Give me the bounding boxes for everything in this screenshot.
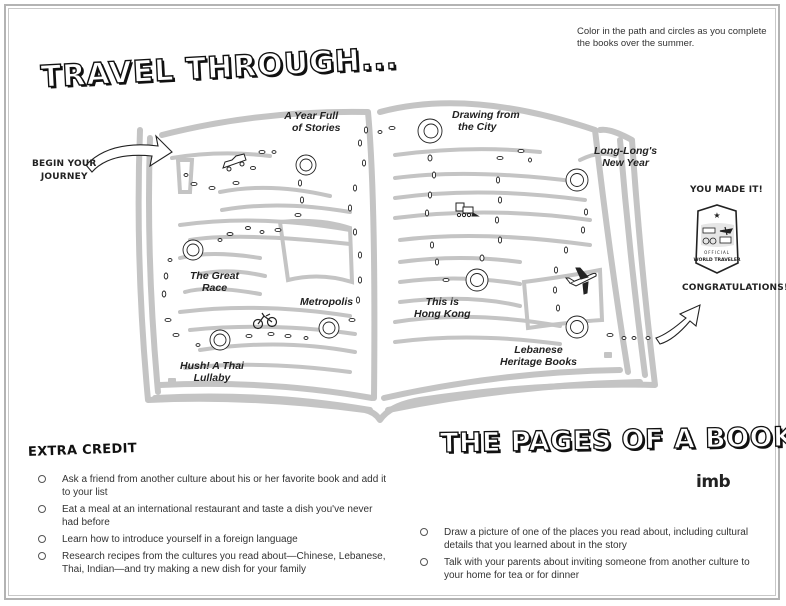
end-arrow-icon [655,304,701,345]
book-label-hush: Hush! A Thai Lullaby [180,360,244,384]
checkbox-circle-icon[interactable] [420,558,428,566]
circle-long-long[interactable] [565,168,589,192]
train-icon [455,202,480,218]
extra-credit-item[interactable]: Ask a friend from another culture about … [38,473,388,499]
book-label-drawing-city: Drawing from the City [452,109,520,133]
book-label-a-year-full: A Year Full of Stories [284,110,341,134]
book-label-metropolis: Metropolis [300,296,354,308]
instructions-text: Color in the path and circles as you com… [577,26,767,49]
airplane-icon [564,267,597,295]
book-label-hong-kong: This is Hong Kong [414,296,471,320]
checkbox-circle-icon[interactable] [38,475,46,483]
badge-world-traveler-text: WORLD TRAVELER [693,257,741,263]
extra-credit-list-left: Ask a friend from another culture about … [38,473,388,580]
extra-credit-item[interactable]: Talk with your parents about inviting so… [420,556,760,582]
checkbox-circle-icon[interactable] [38,505,46,513]
badge-plane-icon [719,226,734,236]
bicycle-icon [252,312,278,330]
badge-train-icon [719,236,732,244]
circle-great-race[interactable] [182,239,204,261]
you-made-it-label: YOU MADE IT! [690,185,763,195]
checkbox-circle-icon[interactable] [420,528,428,536]
extra-credit-item[interactable]: Eat a meal at an international restauran… [38,503,388,529]
imb-logo: imb [696,472,731,492]
extra-credit-list-right: Draw a picture of one of the places you … [420,526,760,586]
badge-official-text: OFFICIAL [704,250,730,255]
congratulations-label: CONGRATULATIONS!! [682,283,786,293]
book-outline [135,100,658,423]
checkbox-circle-icon[interactable] [38,535,46,543]
extra-credit-item[interactable]: Learn how to introduce yourself in a for… [38,533,388,546]
extra-credit-item[interactable]: Draw a picture of one of the places you … [420,526,760,552]
badge-car-icon [702,227,716,234]
book-circles [182,118,589,351]
extra-credit-item[interactable]: Research recipes from the cultures you r… [38,550,388,576]
begin-arrow-icon [85,134,173,173]
begin-journey-label: BEGIN YOUR JOURNEY [32,159,97,182]
circle-lebanese[interactable] [565,315,589,339]
circle-metropolis[interactable] [318,317,340,339]
circle-a-year-full[interactable] [295,154,317,176]
book-label-long-long: Long-Long's New Year [594,145,658,169]
page-border-inner [8,8,776,596]
world-traveler-badge: ★ OFFICIAL WORLD TRAVELER [693,204,741,274]
circle-hong-kong[interactable] [465,268,489,292]
star-icon: ★ [713,211,720,220]
title-pages-of-a-book: THE PAGES OF A BOOK [439,421,786,460]
circle-drawing-city[interactable] [417,118,443,144]
car-icon [222,153,247,172]
journey-path-dots [161,125,651,347]
page-border-outer [4,4,780,600]
book-label-lebanese: Lebanese Heritage Books [500,344,578,368]
badge-bicycle-icon [702,237,710,245]
circle-hush[interactable] [209,329,231,351]
checkbox-circle-icon[interactable] [38,552,46,560]
page-number-marks [168,352,612,384]
book-label-great-race: The Great Race [190,270,240,294]
